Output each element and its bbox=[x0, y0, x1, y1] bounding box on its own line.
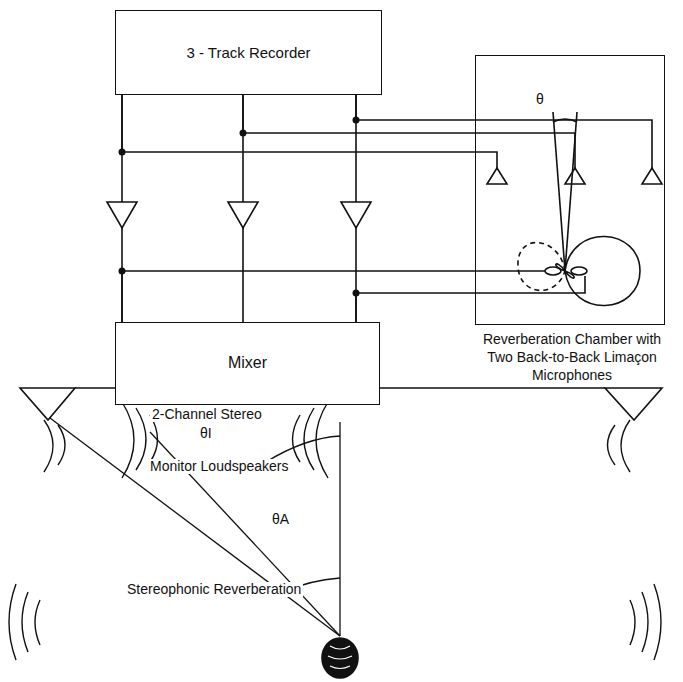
signal-wire bbox=[356, 293, 475, 322]
box-title: Mixer bbox=[228, 354, 267, 372]
listening-angle bbox=[50, 418, 340, 636]
signal-wire bbox=[122, 95, 475, 152]
chamber-wiring bbox=[475, 120, 652, 293]
junction-dot bbox=[119, 117, 360, 297]
monitor-label: Monitor Loudspeakers bbox=[148, 459, 291, 474]
signal-wire bbox=[356, 95, 475, 120]
recorder-box: 3 - Track Recorder bbox=[115, 10, 382, 95]
channel-label: 2-Channel Stereo bbox=[150, 407, 264, 422]
reverberation-label: Stereophonic Reverberation bbox=[125, 582, 303, 597]
amplifier-symbol bbox=[107, 202, 371, 228]
angle-symbol: θI bbox=[198, 426, 214, 441]
sound-wave bbox=[9, 402, 661, 660]
chamber-loudspeaker bbox=[487, 168, 662, 184]
mixer-box: Mixer bbox=[115, 322, 380, 405]
chamber-caption: Reverberation Chamber with Two Back-to-B… bbox=[470, 330, 674, 385]
box-title: 3 - Track Recorder bbox=[186, 44, 310, 61]
listener-head bbox=[322, 638, 358, 678]
signal-wire bbox=[243, 95, 475, 133]
reverberation-chamber: Reverberation Chamber with Two Back-to-B… bbox=[475, 55, 665, 325]
signal-wire bbox=[122, 271, 475, 322]
angle-symbol: θ bbox=[536, 92, 544, 107]
limacon-pattern bbox=[518, 112, 640, 306]
angle-symbol: θA bbox=[270, 512, 291, 527]
